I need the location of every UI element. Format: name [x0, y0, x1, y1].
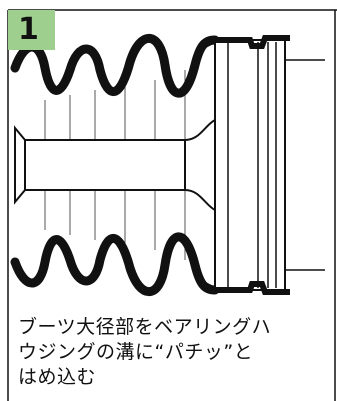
caption-line-2: ウジングの溝に“パチッ”と: [18, 341, 254, 363]
boot-bottom-bellows: [10, 232, 220, 297]
caption-line-3: はめ込む: [18, 366, 97, 388]
step-number-badge: 1: [8, 10, 55, 50]
boot-top-bellows: [10, 33, 220, 98]
bearing-housing: [214, 39, 325, 291]
housing-groove-top: [203, 35, 290, 49]
caption-line-1: ブーツ大径部をベアリングハ: [18, 316, 272, 338]
housing-groove-bottom: [203, 281, 290, 295]
drive-shaft: [14, 118, 216, 212]
instruction-caption: ブーツ大径部をベアリングハ ウジングの溝に“パチッ”と はめ込む: [18, 315, 336, 390]
